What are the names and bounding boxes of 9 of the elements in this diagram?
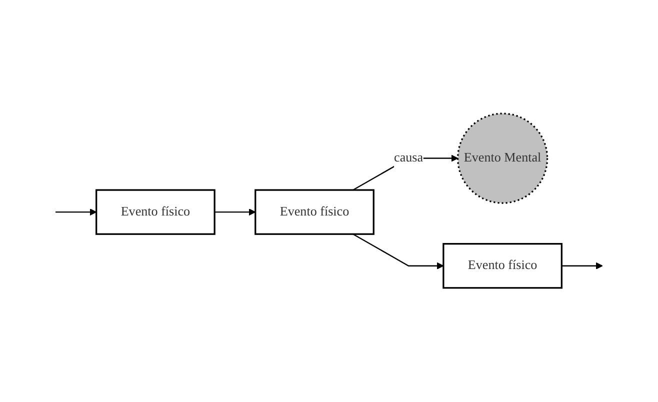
node-box: Evento físico (442, 243, 562, 289)
arrow (562, 262, 603, 270)
edge-label: causa (394, 151, 424, 166)
arrow (56, 208, 97, 216)
node-box: Evento físico (96, 190, 216, 236)
arrow (214, 208, 256, 216)
node-box: Evento físico (254, 190, 374, 236)
arrow (352, 234, 444, 270)
node-circle: Evento Mental (457, 113, 548, 204)
